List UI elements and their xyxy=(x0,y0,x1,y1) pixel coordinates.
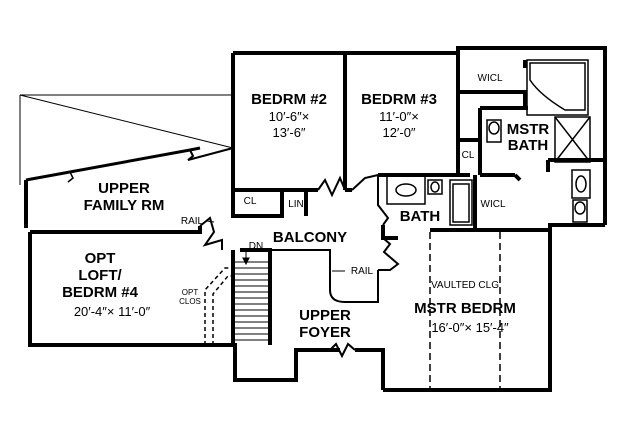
loft-line2: LOFT/ xyxy=(78,267,122,284)
foyer-line1: UPPER xyxy=(299,307,351,324)
bedrm3-name: BEDRM #3 xyxy=(361,91,437,108)
mstr-bedrm-note: VAULTED CLG xyxy=(431,280,499,291)
bedrm2-name: BEDRM #2 xyxy=(251,91,327,108)
walls xyxy=(24,46,607,392)
stair-treads xyxy=(233,250,270,341)
bedrm2-dim1: 10′-6″× xyxy=(269,109,310,124)
family-line1: UPPER xyxy=(98,180,150,197)
family-line2: FAMILY RM xyxy=(84,197,165,214)
mstr-bath-line2: BATH xyxy=(508,137,549,154)
opt-clos-line1: OPT xyxy=(182,288,199,297)
mstr-bedrm-name: MSTR BEDRM xyxy=(414,300,516,317)
small-labels: WICL WICL CL CL LIN RAIL RAIL DN OPT CLO… xyxy=(179,73,506,306)
bedrm3-dim1: 11′-0″× xyxy=(379,109,419,124)
mstr-bath-line1: MSTR xyxy=(507,121,550,138)
vaulted-lines xyxy=(429,232,501,390)
lin-closet: LIN xyxy=(288,199,304,210)
loft-line1: OPT xyxy=(85,250,116,267)
rail-leaders xyxy=(206,220,345,272)
family-room-wall xyxy=(19,94,234,185)
opt-closet xyxy=(204,267,233,345)
dn-label: DN xyxy=(249,241,263,252)
balcony-rail xyxy=(199,173,400,359)
bath-label: BATH xyxy=(400,208,441,225)
room-labels: BEDRM #2 10′-6″× 13′-6″ BEDRM #3 11′-0″×… xyxy=(62,91,549,341)
bath-fixtures xyxy=(386,59,591,226)
rail-left: RAIL xyxy=(181,216,204,227)
cl-bedrm2: CL xyxy=(244,196,257,207)
wicl-mid: WICL xyxy=(481,199,506,210)
cl-bedrm3: CL xyxy=(462,150,475,161)
loft-dim: 20′-4″× 11′-0″ xyxy=(74,304,151,319)
balcony-label: BALCONY xyxy=(273,229,347,246)
rail-right: RAIL xyxy=(351,266,374,277)
opt-clos-line2: CLOS xyxy=(179,297,201,306)
bedrm2-dim2: 13′-6″ xyxy=(272,125,305,140)
bedrm3-dim2: 12′-0″ xyxy=(382,125,415,140)
loft-line3: BEDRM #4 xyxy=(62,284,139,301)
mstr-bedrm-dim: 16′-0″× 15′-4″ xyxy=(431,320,509,335)
wicl-top: WICL xyxy=(478,73,503,84)
foyer-line2: FOYER xyxy=(299,324,351,341)
